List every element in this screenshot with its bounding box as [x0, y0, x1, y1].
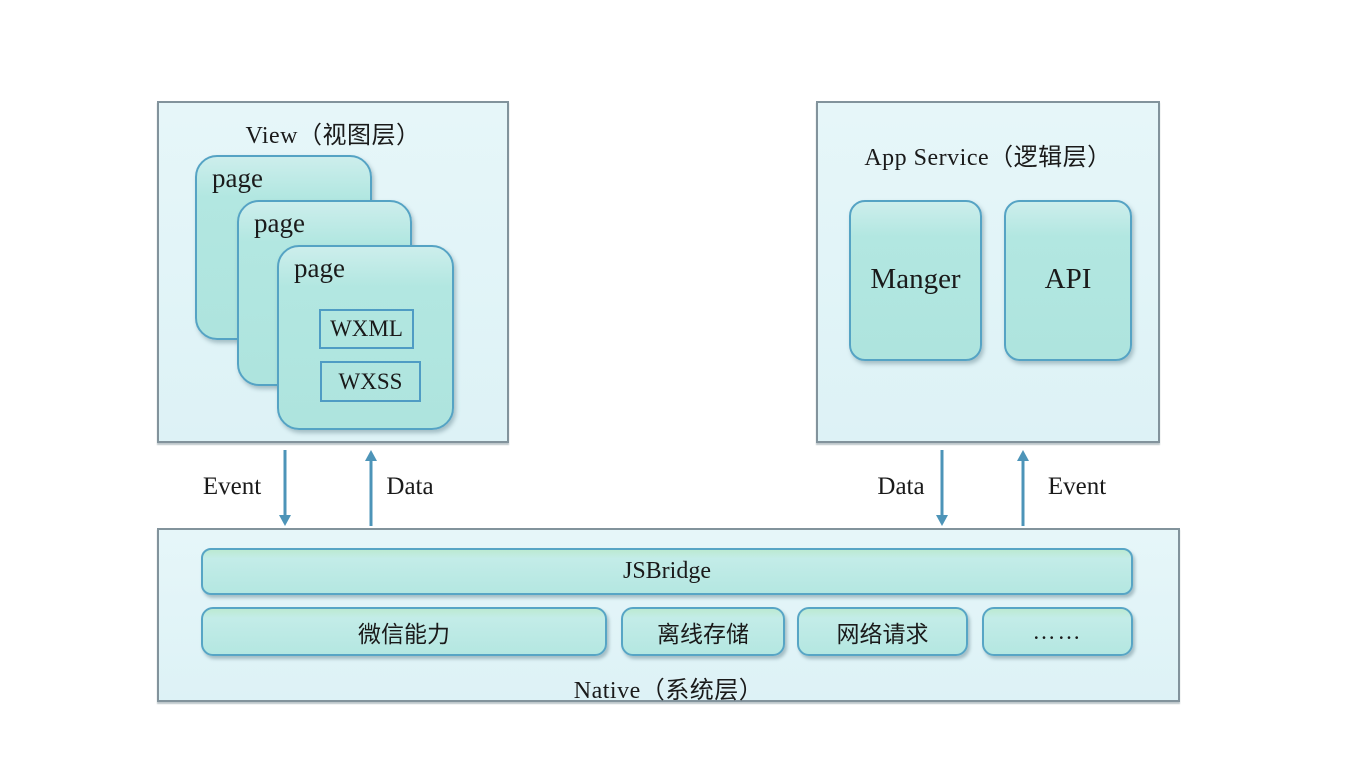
arrow-head-up-icon	[1017, 450, 1029, 461]
arrow-head-up-icon	[365, 450, 377, 461]
event-flow-label: Event	[1047, 473, 1107, 500]
event-flow-label: Event	[202, 473, 262, 500]
manger-module-label: Manger	[870, 262, 961, 295]
arrow-view-to-native	[279, 450, 291, 526]
data-flow-label: Data	[386, 473, 434, 500]
data-flow-label: Data	[877, 473, 925, 500]
arrow-shaft	[283, 450, 287, 516]
arrow-native-to-view	[365, 450, 377, 526]
arrow-shaft	[1021, 460, 1025, 526]
arrow-native-to-app	[1017, 450, 1029, 526]
capability-chip-wechat: 微信能力	[201, 607, 607, 656]
view-layer-box: View（视图层） page page page WXML WXSS	[157, 101, 509, 443]
page-label: page	[294, 253, 345, 283]
view-layer-title: View（视图层）	[245, 123, 421, 149]
native-layer-title: Native（系统层）	[573, 678, 764, 704]
app-service-layer-box: App Service（逻辑层） Manger API	[816, 101, 1160, 443]
arrow-shaft	[369, 460, 373, 526]
app-service-layer-title: App Service（逻辑层）	[864, 145, 1112, 171]
jsbridge-bar: JSBridge	[201, 548, 1133, 595]
wxss-box: WXSS	[320, 361, 421, 402]
page-label: page	[254, 208, 305, 238]
manger-module-card: Manger	[849, 200, 982, 361]
capability-chip-network-request: 网络请求	[797, 607, 968, 656]
arrow-app-to-native	[936, 450, 948, 526]
wxml-box: WXML	[319, 309, 414, 349]
arrow-head-down-icon	[279, 515, 291, 526]
page-card-front: page WXML WXSS	[277, 245, 454, 430]
native-layer-box: JSBridge 微信能力 离线存储 网络请求 …… Native（系统层）	[157, 528, 1180, 704]
api-module-card: API	[1004, 200, 1132, 361]
capability-chip-offline-storage: 离线存储	[621, 607, 785, 656]
arrow-shaft	[940, 450, 944, 516]
arrow-head-down-icon	[936, 515, 948, 526]
capability-chip-more: ……	[982, 607, 1133, 656]
api-module-label: API	[1044, 262, 1092, 295]
page-label: page	[212, 163, 263, 193]
